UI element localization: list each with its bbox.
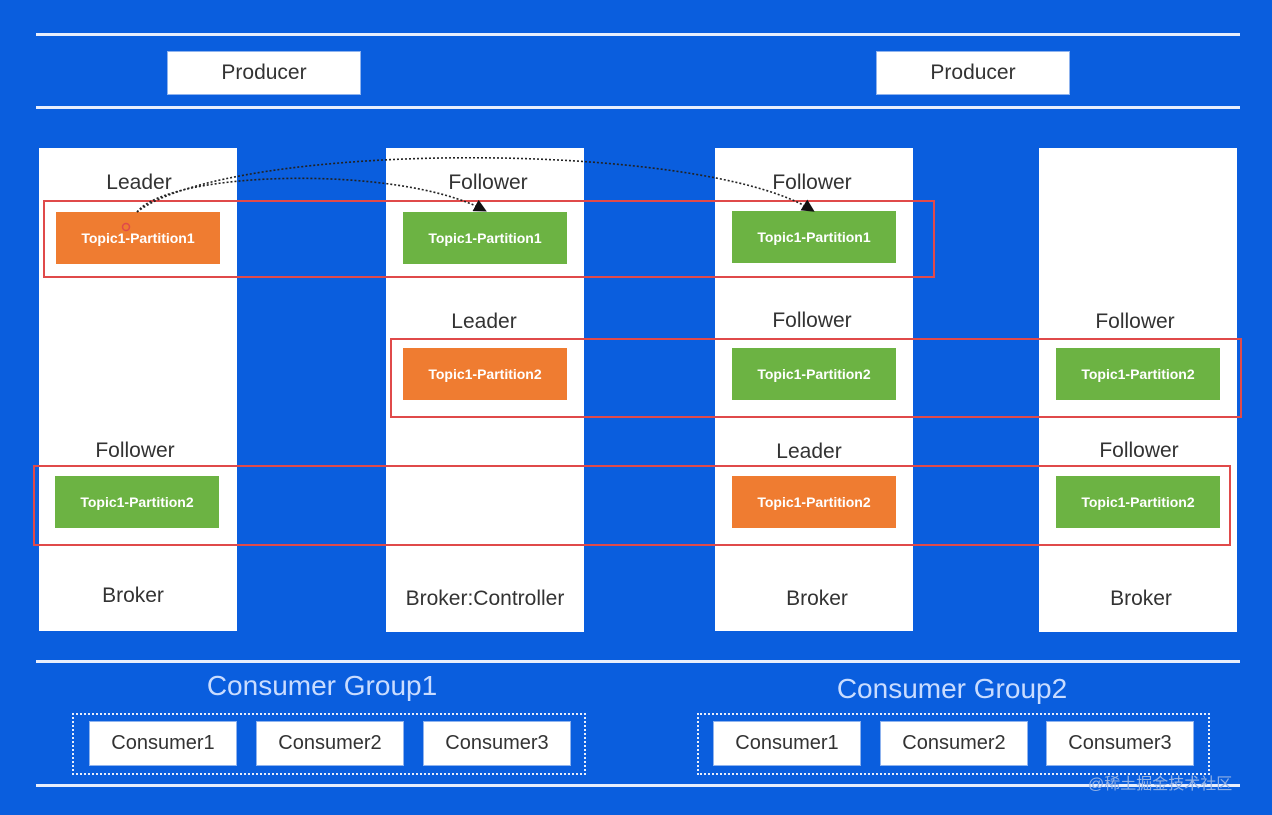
role-label: Follower bbox=[772, 171, 852, 194]
role-label: Leader bbox=[451, 310, 517, 333]
bottom-rule bbox=[36, 784, 1240, 787]
partition-block: Topic1-Partition1 bbox=[403, 212, 567, 264]
replication-arrow bbox=[136, 177, 487, 213]
pointer-dot bbox=[121, 222, 131, 232]
producer-1: Producer bbox=[167, 51, 361, 95]
partition2-replica-highlight bbox=[33, 465, 1231, 546]
broker-name: Broker bbox=[1110, 587, 1172, 610]
consumer-item: Consumer3 bbox=[1046, 721, 1194, 766]
consumer-item: Consumer2 bbox=[880, 721, 1028, 766]
role-label: Leader bbox=[106, 171, 172, 194]
role-label: Follower bbox=[772, 309, 852, 332]
partition-block: Topic1-Partition2 bbox=[1056, 348, 1220, 400]
broker-name: Broker:Controller bbox=[405, 587, 565, 610]
replication-arrow bbox=[136, 156, 815, 213]
partition-block: Topic1-Partition2 bbox=[55, 476, 219, 528]
consumer-rule bbox=[36, 660, 1240, 663]
partition-block: Topic1-Partition2 bbox=[732, 348, 896, 400]
broker-4: Follower Topic1-Partition2 Follower Topi… bbox=[1039, 148, 1237, 632]
consumer-group-2-title: Consumer Group2 bbox=[836, 673, 1068, 704]
role-label: Leader bbox=[776, 440, 842, 463]
consumer-group-2-box bbox=[697, 713, 1210, 775]
role-label: Follower bbox=[448, 171, 528, 194]
partition-block: Topic1-Partition2 bbox=[403, 348, 567, 400]
partition-block: Topic1-Partition2 bbox=[732, 476, 896, 528]
top-rule bbox=[36, 33, 1240, 36]
consumer-item: Consumer1 bbox=[89, 721, 237, 766]
partition1-highlight bbox=[43, 200, 935, 278]
partition-block: Topic1-Partition2 bbox=[1056, 476, 1220, 528]
partition2-highlight bbox=[390, 338, 1242, 418]
role-label: Follower bbox=[1095, 310, 1175, 333]
consumer-group-1-title: Consumer Group1 bbox=[206, 670, 438, 701]
consumer-item: Consumer2 bbox=[256, 721, 404, 766]
role-label: Follower bbox=[95, 439, 175, 462]
partition-block: Topic1-Partition1 bbox=[732, 211, 896, 263]
broker-1: Leader Topic1-Partition1 Follower Topic1… bbox=[39, 148, 237, 631]
consumer-item: Consumer1 bbox=[713, 721, 861, 766]
consumer-group-1-box bbox=[72, 713, 586, 775]
role-label: Follower bbox=[1099, 439, 1179, 462]
broker-3: Follower Topic1-Partition1 Follower Topi… bbox=[715, 148, 913, 631]
partition-block: Topic1-Partition1 bbox=[56, 212, 220, 264]
broker-2: Follower Topic1-Partition1 Leader Topic1… bbox=[386, 148, 584, 632]
producer-rule bbox=[36, 106, 1240, 109]
watermark: @稀土掘金技术社区 bbox=[1088, 776, 1233, 793]
broker-name: Broker bbox=[786, 587, 848, 610]
consumer-item: Consumer3 bbox=[423, 721, 571, 766]
broker-name: Broker bbox=[102, 584, 164, 607]
producer-2: Producer bbox=[876, 51, 1070, 95]
